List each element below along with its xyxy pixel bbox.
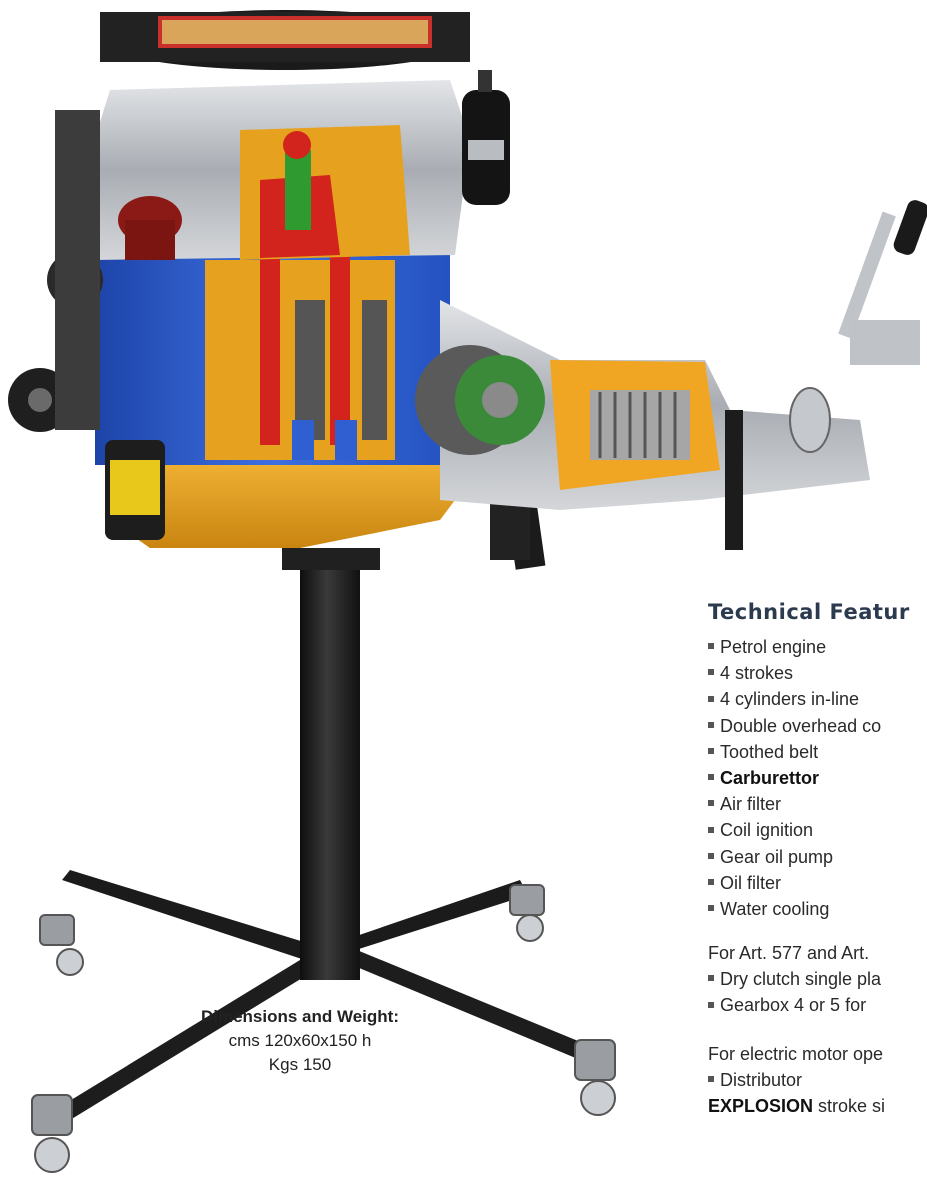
explosion-text: stroke si [813, 1095, 886, 1116]
technical-features-section: Technical Featur Petrol engine 4 strokes… [708, 600, 927, 1119]
dimensions-weight-section: Dimensions and Weight: cms 120x60x150 h … [200, 1005, 400, 1077]
article-options-list: Dry clutch single pla Gearbox 4 or 5 for [708, 966, 927, 1018]
technical-features-heading: Technical Featur [708, 600, 910, 624]
explosion-keyword: EXPLOSION [708, 1095, 814, 1116]
feature-item: Toothed belt [708, 739, 927, 765]
dimensions-weight: Kgs 150 [268, 1055, 332, 1074]
feature-item: Coil ignition [708, 817, 927, 843]
feature-item: Air filter [708, 791, 927, 817]
feature-item: 4 strokes [708, 660, 927, 686]
article-option-item: Dry clutch single pla [708, 966, 927, 992]
feature-item: Petrol engine [708, 634, 927, 660]
stand-column [282, 486, 546, 980]
feature-item: Oil filter [708, 870, 927, 896]
stand-legs [31, 870, 616, 1173]
feature-item-emphasis: Carburettor [708, 765, 927, 791]
electric-option-item: Distributor [708, 1067, 927, 1093]
feature-item: Gear oil pump [708, 844, 927, 870]
electric-options-list: Distributor [708, 1067, 927, 1093]
article-option-item: Gearbox 4 or 5 for [708, 992, 927, 1018]
explosion-stroke-line: EXPLOSION stroke si [708, 1093, 927, 1119]
ignition-coil [462, 70, 510, 205]
dimensions-size: cms 120x60x150 h [228, 1031, 372, 1050]
feature-item: 4 cylinders in-line [708, 686, 927, 712]
air-filter [100, 10, 470, 70]
dimensions-title: Dimensions and Weight: [200, 1007, 400, 1026]
feature-item: Water cooling [708, 896, 927, 922]
article-note: For Art. 577 and Art. [708, 943, 870, 964]
feature-item: Double overhead co [708, 713, 927, 739]
electric-motor-note: For electric motor ope [708, 1043, 884, 1064]
gearbox [415, 200, 927, 550]
engine-block [8, 80, 470, 548]
technical-features-list: Petrol engine 4 strokes 4 cylinders in-l… [708, 634, 927, 922]
